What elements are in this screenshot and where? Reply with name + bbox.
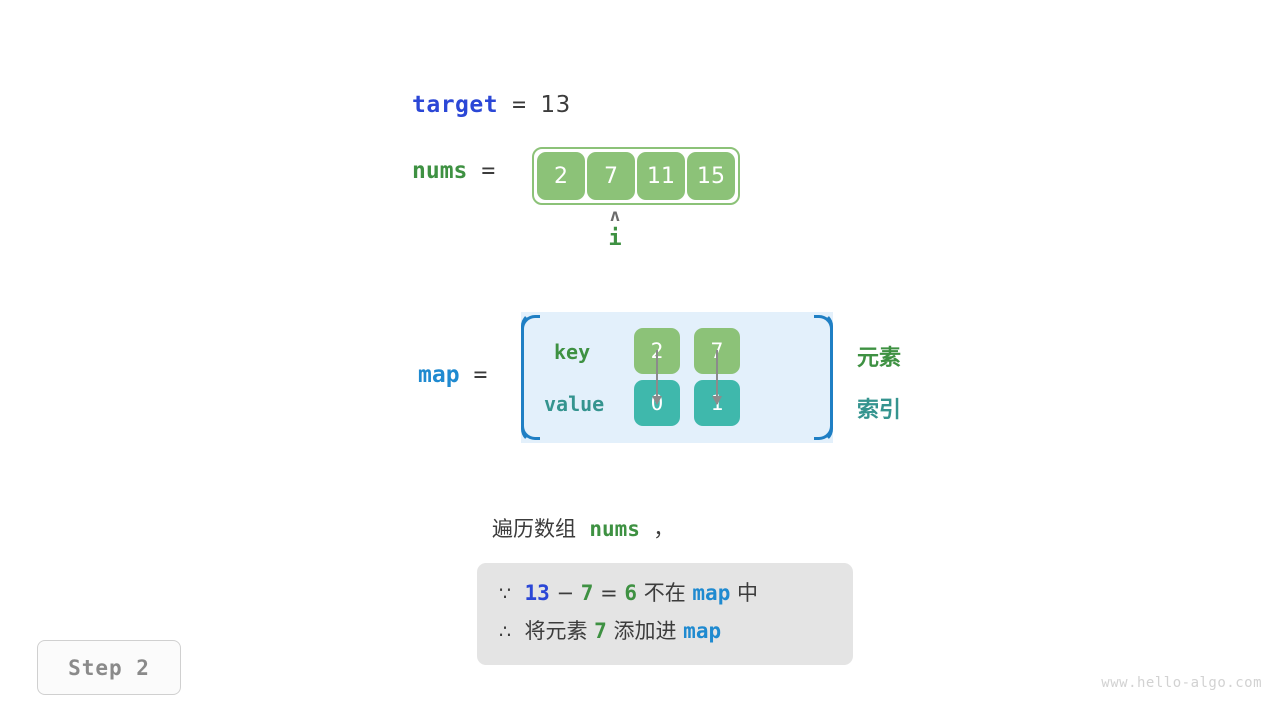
map-key-row-label: key: [554, 340, 591, 364]
target-variable-name: target: [412, 92, 499, 118]
note-target-value: 13: [524, 581, 550, 605]
map-variable-name: map: [418, 362, 460, 388]
note-equals-operator: =: [600, 581, 618, 605]
step-badge: Step 2: [37, 640, 181, 695]
array-cell: 2: [537, 152, 585, 200]
map-element-side-label: 元素: [857, 346, 902, 371]
map-equals-sign: =: [473, 362, 488, 388]
note-added-element: 7: [594, 619, 607, 643]
array-cell: 11: [637, 152, 685, 200]
description-prefix: 遍历数组: [492, 517, 590, 541]
note-current-element: 7: [580, 581, 594, 605]
target-equals-sign: =: [512, 92, 527, 118]
map-declaration: map =: [418, 362, 487, 388]
array-cell: 15: [687, 152, 735, 200]
nums-equals-sign: =: [481, 158, 496, 184]
target-value: 13: [540, 92, 571, 118]
map-right-bracket-icon: [814, 312, 833, 443]
pointer-label: i: [608, 226, 622, 251]
map-left-bracket-icon: [521, 312, 540, 443]
note-minus-operator: −: [556, 581, 575, 605]
note-line-2: ∴ 将元素 7 添加进 map: [499, 613, 831, 651]
note-text-not-in: 不在: [643, 581, 686, 605]
note-text-within: 中: [737, 581, 759, 605]
note-text-add-into: 添加进: [613, 619, 677, 643]
description-suffix: ，: [639, 517, 675, 541]
note-map-reference: map: [683, 619, 722, 643]
array-cell: 7: [587, 152, 635, 200]
map-value-row-label: value: [544, 392, 605, 416]
pointer-caret-icon: ʌ: [609, 206, 621, 226]
map-index-side-label: 索引: [857, 398, 902, 423]
nums-declaration: nums =: [412, 158, 495, 184]
reasoning-note-box: ∵ 13 − 7 = 6 不在 map 中 ∴ 将元素 7 添加进 map: [477, 563, 853, 665]
description-line: 遍历数组 nums ，: [492, 513, 674, 543]
note-line-1: ∵ 13 − 7 = 6 不在 map 中: [499, 575, 831, 613]
key-to-value-arrow-icon: [712, 350, 722, 405]
watermark: www.hello-algo.com: [1101, 675, 1262, 691]
note-map-reference: map: [692, 581, 731, 605]
note-complement-value: 6: [624, 581, 638, 605]
nums-variable-name: nums: [412, 158, 468, 184]
index-pointer: ʌ i: [592, 208, 638, 254]
nums-array: 2 7 11 15: [532, 147, 740, 205]
note-text-add-element: 将元素: [524, 619, 588, 643]
key-to-value-arrow-icon: [652, 350, 662, 405]
therefore-symbol-icon: ∴: [499, 621, 512, 643]
description-keyword: nums: [589, 517, 640, 541]
because-symbol-icon: ∵: [499, 583, 512, 605]
target-declaration: target = 13: [412, 92, 571, 118]
